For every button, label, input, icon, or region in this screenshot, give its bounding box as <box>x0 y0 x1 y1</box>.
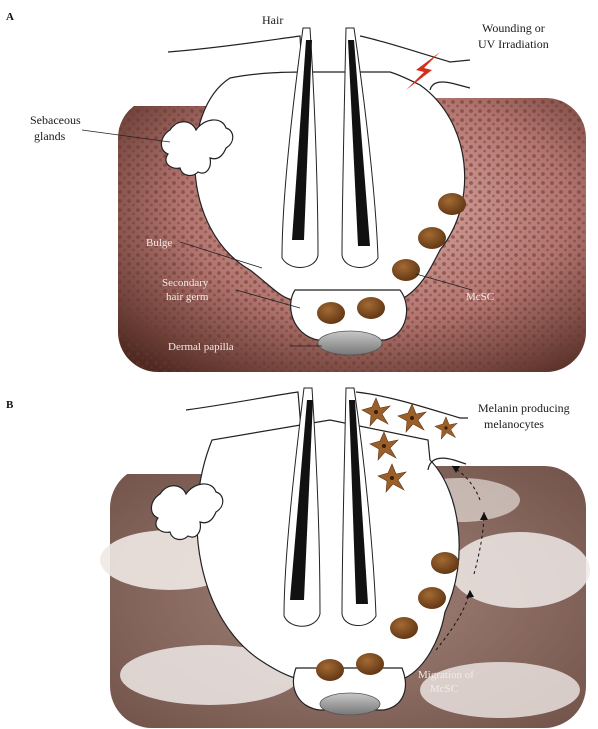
stimulus-label-line2: UV Irradiation <box>478 37 549 51</box>
stem-cell <box>356 653 384 675</box>
panel-letter-b: B <box>6 399 14 411</box>
dermal-papilla-label: Dermal papilla <box>168 341 234 353</box>
melanin-label-line1: Melanin producing <box>478 401 570 415</box>
stem-cell <box>390 617 418 639</box>
follicle-outline-b <box>197 420 459 678</box>
migration-label-line2: McSC <box>430 683 458 695</box>
stem-cell <box>418 587 446 609</box>
sebaceous-label-line1: Sebaceous <box>30 113 81 127</box>
stem-cell <box>316 659 344 681</box>
dermal-papilla-b <box>320 693 380 715</box>
panel-b: B <box>6 388 590 728</box>
stem-cell <box>392 259 420 281</box>
stem-cell <box>418 227 446 249</box>
stem-cell <box>357 297 385 319</box>
stem-cell <box>438 193 466 215</box>
panel-a: A <box>6 11 586 372</box>
melanin-label-line2: melanocytes <box>484 417 544 431</box>
mcsc-label-a: McSC <box>466 291 494 303</box>
dermal-papilla-a <box>318 331 382 355</box>
migration-label-line1: Migration of <box>418 669 474 681</box>
secondary-hair-germ-label-line2: hair germ <box>166 291 209 303</box>
sebaceous-label-line2: glands <box>34 129 66 143</box>
stimulus-label-line1: Wounding or <box>482 21 545 35</box>
bulge-label: Bulge <box>146 237 172 249</box>
secondary-hair-germ-label-line1: Secondary <box>162 277 209 289</box>
stem-cell <box>317 302 345 324</box>
panel-letter-a: A <box>6 11 14 23</box>
stem-cell <box>431 552 459 574</box>
hair-label: Hair <box>262 13 283 27</box>
